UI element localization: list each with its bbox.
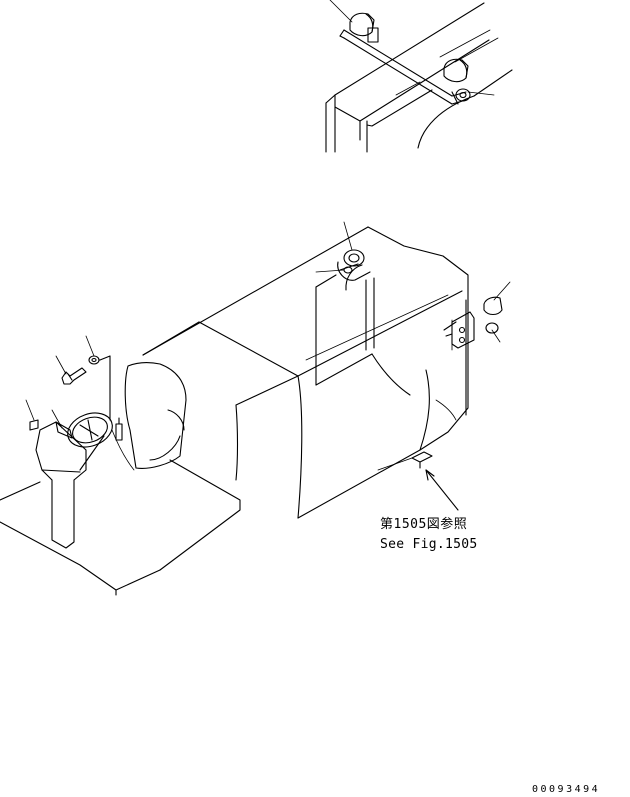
leader-line	[55, 355, 67, 375]
operator-seat	[124, 362, 187, 469]
leader-line	[329, 0, 353, 23]
leader-line	[343, 221, 353, 251]
reference-arrow	[425, 469, 459, 511]
washer	[88, 355, 100, 365]
bolt	[61, 367, 87, 385]
reference-label-en: See Fig.1505	[380, 537, 478, 552]
drawing-number: 00093494	[532, 784, 600, 795]
leader-line	[51, 409, 63, 429]
leader-line	[85, 335, 95, 357]
reference-label-jp: 第1505図参照	[380, 516, 467, 532]
leader-line	[467, 91, 495, 96]
leader-line	[491, 329, 501, 343]
steering-console	[0, 355, 241, 596]
rear-work-lamp	[483, 296, 503, 334]
roof-lamp-right	[443, 58, 471, 105]
cab-body	[142, 226, 469, 519]
lever-parts	[29, 419, 73, 439]
leader-line	[25, 399, 35, 421]
roof-lamp-left	[349, 12, 379, 43]
leader-line	[315, 269, 345, 273]
rear-lamp-bracket	[443, 311, 475, 349]
cab-beacon-lamp	[337, 249, 371, 291]
top-inset-roof-assembly	[325, 2, 513, 153]
leader-line	[493, 281, 511, 301]
harness-connector	[377, 451, 433, 471]
